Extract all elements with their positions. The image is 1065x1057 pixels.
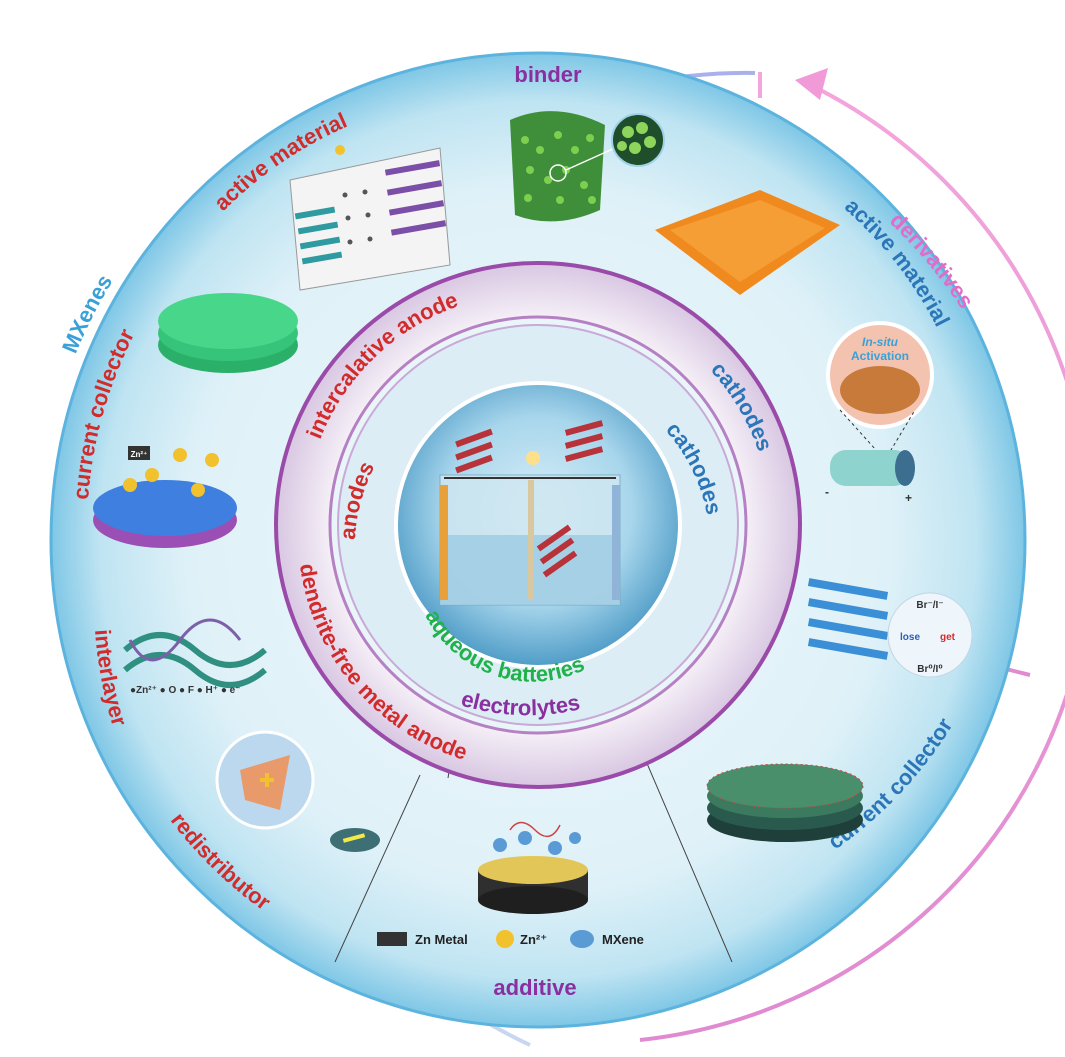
svg-text:Br⁰/I⁰: Br⁰/I⁰ [917,664,942,675]
legend-label-mxene: MXene [602,932,644,947]
current-collector-left-illustration [158,293,298,373]
svg-text:Activation: Activation [851,349,909,363]
additive-label: additive [493,975,576,1000]
svg-text:-: - [825,485,829,499]
svg-text:●Zn²⁺ ● O ● F ● H⁺ ● e⁻: ●Zn²⁺ ● O ● F ● H⁺ ● e⁻ [130,685,240,696]
current-collector-right-illustration [707,764,863,842]
legend-swatch-zn-metal [377,932,407,946]
legend: Zn Metal Zn²⁺ MXene [377,930,644,948]
legend-label-zn-metal: Zn Metal [415,932,468,947]
svg-text:get: get [940,632,956,643]
legend-swatch-mxene [570,930,594,948]
svg-text:Br⁻/I⁻: Br⁻/I⁻ [916,600,943,611]
legend-swatch-zn2 [496,930,514,948]
svg-text:Zn²⁺: Zn²⁺ [131,450,148,459]
legend-label-zn2: Zn²⁺ [520,932,547,947]
derivatives-arrowhead [795,68,828,100]
svg-text:+: + [905,491,912,505]
svg-text:lose: lose [900,632,920,643]
binder-label: binder [514,62,582,87]
svg-text:In-situ: In-situ [862,335,899,349]
